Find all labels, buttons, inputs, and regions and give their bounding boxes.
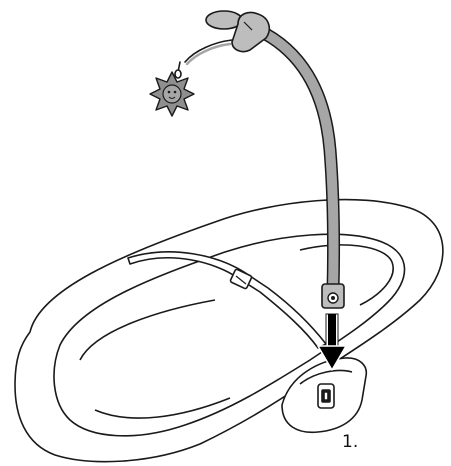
hanger-clip-right	[231, 11, 271, 53]
bouncer-seat	[14, 198, 444, 463]
toy-hanging-wire	[174, 39, 233, 79]
seat-lower-contour	[79, 299, 216, 361]
strap-buckle	[229, 268, 253, 290]
socket-top-face	[299, 369, 353, 385]
toy-bar-socket	[281, 357, 368, 434]
toy-bar-arm	[251, 23, 345, 309]
arm-tube	[253, 25, 339, 295]
sun-toy-face	[162, 84, 182, 104]
down-arrow-icon	[317, 313, 347, 371]
step-number: 1.	[342, 432, 359, 452]
top-hanger	[205, 10, 271, 53]
sun-toy-icon	[149, 71, 195, 117]
seat-inner-cushion	[53, 233, 406, 437]
seat-lower-contour-2	[94, 397, 231, 419]
